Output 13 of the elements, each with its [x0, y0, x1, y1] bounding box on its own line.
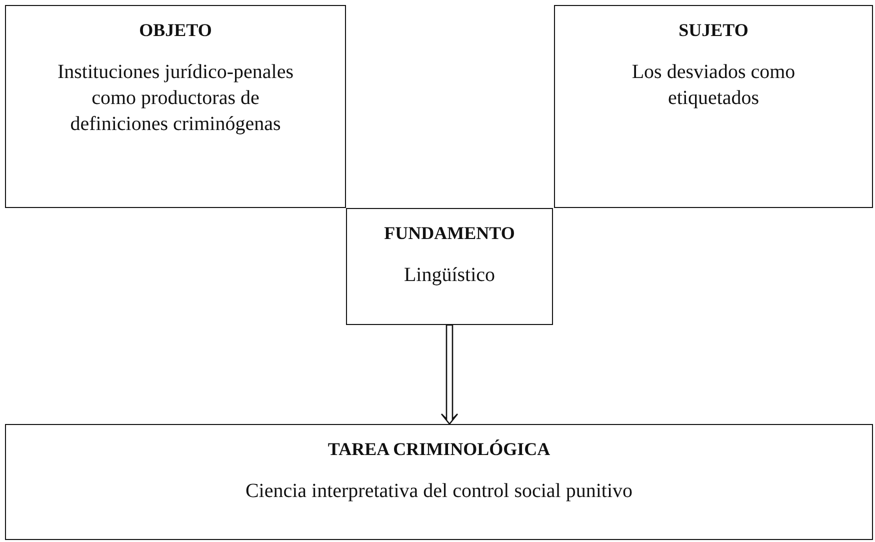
box-heading: OBJETO: [139, 20, 212, 41]
double-arrow: [440, 324, 458, 426]
box-text: Instituciones jurídico-penales como productoras de definiciones criminógenas: [56, 60, 295, 137]
text-box: [554, 5, 873, 208]
text-box: [5, 5, 346, 208]
box-text: Los desviados como etiquetados: [630, 60, 796, 111]
box-heading: FUNDAMENTO: [384, 223, 515, 244]
box-text: Lingüístico: [402, 263, 496, 288]
text-box: [346, 208, 553, 325]
box-text: Ciencia interpretativa del control social punitivo: [244, 479, 634, 504]
box-heading: SUJETO: [678, 20, 748, 41]
text-box: [5, 424, 873, 540]
box-heading: TAREA CRIMINOLÓGICA: [328, 439, 550, 460]
